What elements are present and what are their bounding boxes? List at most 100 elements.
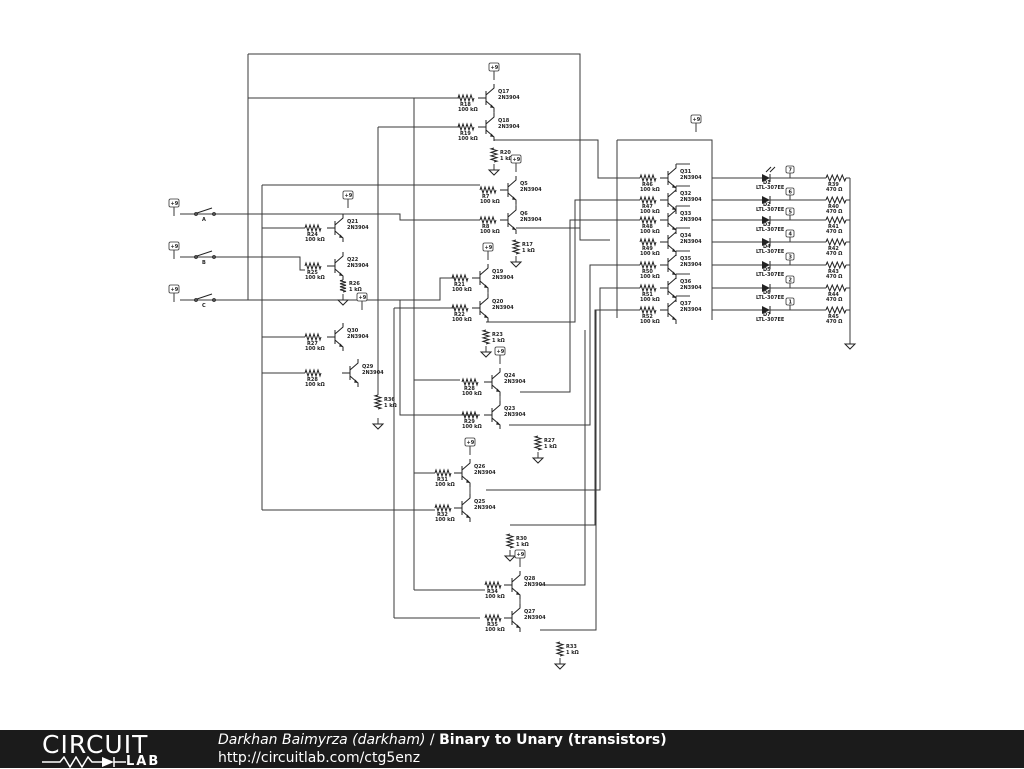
transistor-collector bbox=[667, 274, 677, 286]
led-tag-label: 5 bbox=[789, 210, 793, 216]
resistor-zigzag bbox=[304, 368, 322, 378]
resistor-value: 1 kΩ bbox=[384, 403, 398, 409]
transistor-name: Q28 bbox=[524, 576, 536, 582]
resistor-name: R51 bbox=[642, 292, 653, 298]
led-tag-label: 2 bbox=[789, 278, 793, 284]
transistor-name: Q27 bbox=[524, 609, 536, 615]
resistor-value: 1 kΩ bbox=[522, 248, 536, 254]
resistor-zigzag bbox=[479, 215, 497, 225]
resistor-zigzag bbox=[533, 435, 543, 451]
led-part: LTL-307EE bbox=[756, 185, 785, 191]
transistor-arrow bbox=[466, 479, 470, 483]
logo-text-lab: LAB bbox=[126, 754, 161, 769]
transistor-part: 2N3904 bbox=[492, 275, 514, 281]
resistor-zigzag bbox=[639, 195, 657, 205]
led-part: LTL-307EE bbox=[756, 317, 785, 323]
led-tag-label: 6 bbox=[789, 190, 793, 196]
transistor-name: Q34 bbox=[680, 233, 692, 239]
resistor-value: 1 kΩ bbox=[492, 338, 506, 344]
supply-label: +9 bbox=[171, 201, 179, 207]
led-tag-label: 7 bbox=[789, 168, 793, 174]
led-light-icon bbox=[765, 166, 776, 173]
resistor-name: R18 bbox=[460, 102, 471, 108]
resistor-zigzag bbox=[373, 394, 383, 410]
resistor-name: R48 bbox=[642, 224, 653, 230]
resistor-name: R27 bbox=[544, 438, 555, 444]
resistor-value: 100 kΩ bbox=[305, 275, 326, 281]
led-diode-icon bbox=[762, 196, 770, 204]
transistor-arrow bbox=[512, 196, 516, 200]
resistor-zigzag bbox=[639, 173, 657, 183]
resistor-name: R22 bbox=[454, 312, 465, 318]
resistor-value: 470 Ω bbox=[826, 229, 843, 235]
resistor-zigzag bbox=[639, 305, 657, 315]
supply-tag: +9 bbox=[494, 346, 506, 364]
transistor-collector bbox=[667, 186, 677, 198]
transistor-name: Q23 bbox=[504, 406, 516, 412]
led-part: LTL-307EE bbox=[756, 207, 785, 213]
resistor-zigzag bbox=[481, 329, 491, 345]
transistor-collector bbox=[491, 368, 501, 380]
transistor-part: 2N3904 bbox=[474, 505, 496, 511]
resistor-name: R43 bbox=[828, 269, 839, 275]
circuit-url[interactable]: http://circuitlab.com/ctg5enz bbox=[218, 750, 421, 766]
transistor-arrow bbox=[672, 206, 676, 210]
transistor-part: 2N3904 bbox=[680, 285, 702, 291]
resistor-zigzag bbox=[484, 580, 502, 590]
transistor-collector bbox=[479, 264, 489, 276]
switch-lever bbox=[196, 250, 213, 257]
transistor-name: Q19 bbox=[492, 269, 504, 275]
led-name: D2 bbox=[763, 202, 771, 208]
transistor-collector bbox=[667, 206, 677, 218]
resistor-value: 100 kΩ bbox=[640, 209, 661, 215]
resistor-name: R24 bbox=[307, 232, 318, 238]
resistor-value: 100 kΩ bbox=[452, 317, 473, 323]
circuitlab-logo[interactable]: CIRCUIT LAB bbox=[42, 732, 182, 769]
resistor-value: 100 kΩ bbox=[305, 346, 326, 352]
transistor-part: 2N3904 bbox=[680, 239, 702, 245]
author-name[interactable]: Darkhan Baimyrza (darkham) bbox=[218, 732, 426, 748]
resistor-value: 100 kΩ bbox=[462, 424, 483, 430]
resistor-zigzag bbox=[304, 223, 322, 233]
ground-triangle bbox=[531, 457, 545, 464]
transistor-arrow bbox=[490, 104, 494, 108]
transistor-collector bbox=[507, 176, 517, 188]
resistor-value: 100 kΩ bbox=[305, 237, 326, 243]
resistor-value: 100 kΩ bbox=[640, 297, 661, 303]
led-diode-icon bbox=[762, 174, 770, 182]
transistor-name: Q30 bbox=[347, 328, 359, 334]
transistor-collector bbox=[511, 604, 521, 616]
resistor-value: 470 Ω bbox=[826, 209, 843, 215]
resistor-name: R17 bbox=[522, 242, 533, 248]
resistor-value: 470 Ω bbox=[826, 319, 843, 325]
switch-lever bbox=[196, 293, 213, 300]
transistor-part: 2N3904 bbox=[520, 217, 542, 223]
transistor-name: Q24 bbox=[504, 373, 516, 379]
resistor-name: R35 bbox=[487, 622, 498, 628]
resistor-zigzag bbox=[825, 283, 847, 293]
transistor-part: 2N3904 bbox=[492, 305, 514, 311]
transistor-arrow bbox=[516, 591, 520, 595]
supply-label: +9 bbox=[497, 349, 505, 355]
transistor-name: Q33 bbox=[680, 211, 692, 217]
supply-tag: +9 bbox=[168, 241, 180, 259]
